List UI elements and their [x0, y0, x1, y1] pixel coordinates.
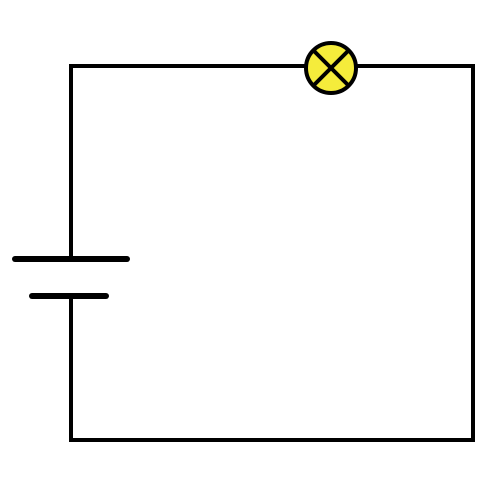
battery-symbol [12, 256, 130, 299]
lamp-cross-line-2 [311, 48, 351, 88]
wires [69, 64, 475, 442]
lamp-symbol [304, 41, 358, 95]
